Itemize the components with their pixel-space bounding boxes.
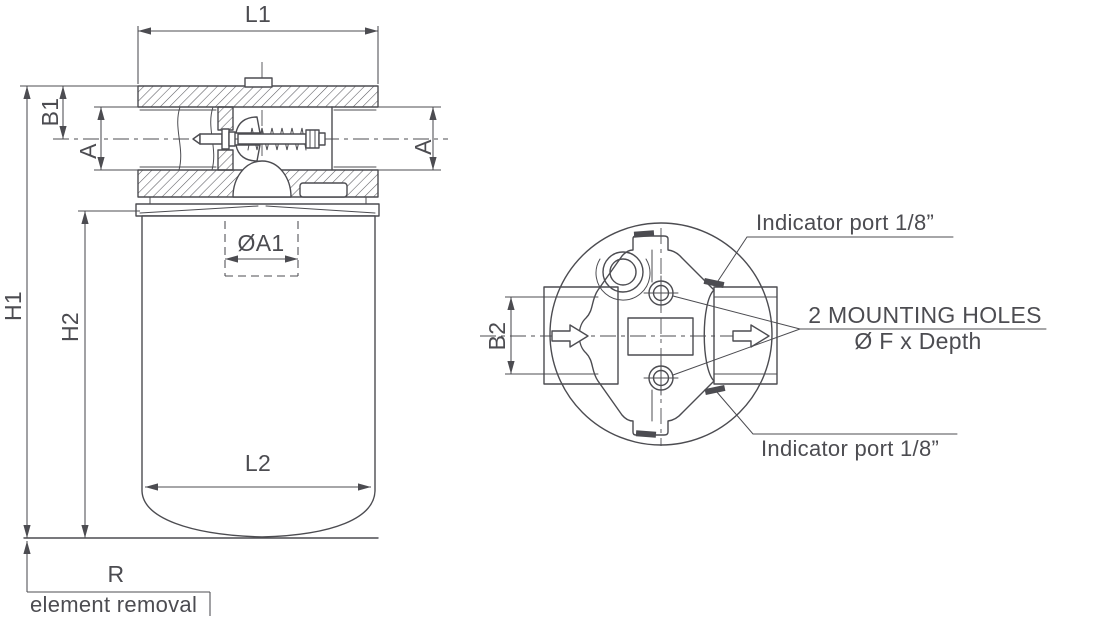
- filter-head-top-view: B2 Indicator port 1/8” Indicator port 1/…: [480, 210, 1047, 461]
- dimension-h1: H1: [0, 86, 31, 538]
- dimension-b1: B1: [20, 85, 138, 139]
- bypass-spring: [247, 127, 307, 151]
- head-top-wall-hatch: [137, 85, 379, 108]
- indicator-port-bottom-callout: Indicator port 1/8”: [715, 390, 958, 461]
- dimension-h2: H2: [57, 210, 140, 538]
- dimension-h2-label: H2: [57, 312, 83, 342]
- valve-poppet-upper: [235, 116, 261, 134]
- valve-pin-tip: [192, 133, 201, 145]
- dimension-r-label: R: [108, 561, 125, 587]
- dimension-b1-label: B1: [37, 98, 63, 127]
- indicator-plug-mark-bottom: [635, 430, 657, 438]
- mounting-holes-spec: Ø F x Depth: [854, 328, 981, 354]
- valve-washer-small: [228, 131, 236, 147]
- outlet-port-bore: [331, 106, 377, 171]
- filter-head-section: [135, 77, 380, 217]
- gauge-port-boss: [595, 251, 651, 301]
- head-casting-outline: [578, 235, 715, 436]
- dimension-b2-label: B2: [484, 322, 510, 351]
- spring-shaft: [237, 133, 307, 145]
- hex-bolt-head: [305, 129, 320, 149]
- valve-pin-rod: [199, 133, 223, 145]
- center-web-upper-hatch: [217, 106, 234, 131]
- dimension-a-left-label: A: [75, 143, 101, 159]
- outlet-dome: [232, 160, 292, 198]
- hex-bolt-end: [318, 132, 326, 146]
- element-removal-note: element removal: [30, 592, 197, 617]
- center-boss-rectangle: [627, 317, 694, 356]
- dimension-l2-label: L2: [245, 450, 271, 476]
- filter-bowl: [141, 215, 376, 538]
- inlet-port-bore: [139, 109, 217, 168]
- dimension-a-left: A: [75, 106, 138, 171]
- valve-poppet-lower: [235, 144, 261, 162]
- flow-direction-arrow-left-icon: [551, 324, 589, 348]
- dimension-l1-label: L1: [245, 1, 271, 27]
- filter-side-section-view: ØA1 L1 B1 A A: [0, 1, 448, 617]
- right-port-flange: [713, 286, 778, 385]
- indicator-plug-mark-top: [633, 230, 655, 238]
- dimension-b2: B2: [484, 296, 546, 375]
- element-removal-dimension: R element removal: [23, 541, 211, 617]
- dimension-oa1-label: ØA1: [238, 230, 285, 256]
- dimension-a-right: A: [378, 106, 441, 171]
- bypass-valve-assembly: [192, 116, 326, 162]
- indicator-plug-mark-right-top: [703, 277, 725, 289]
- dimension-a-right-label: A: [410, 139, 436, 155]
- valve-washer: [221, 128, 230, 150]
- head-top-boss: [244, 77, 273, 88]
- indicator-port-cavity: [299, 182, 348, 198]
- dimension-oa1: ØA1: [224, 221, 299, 277]
- mounting-holes-title: 2 MOUNTING HOLES: [808, 302, 1042, 328]
- dimension-l2: L2: [145, 450, 371, 491]
- dimension-h1-label: H1: [0, 291, 26, 321]
- dimension-l1: L1: [137, 1, 379, 84]
- center-web-lower-hatch: [217, 149, 234, 171]
- indicator-port-bottom-label: Indicator port 1/8”: [761, 436, 939, 461]
- mounting-holes-callout: 2 MOUNTING HOLES Ø F x Depth: [672, 295, 1047, 376]
- flow-direction-arrow-right-icon: [732, 324, 770, 348]
- left-port-flange: [543, 286, 619, 385]
- indicator-plug-mark-right-bottom: [704, 384, 726, 396]
- indicator-port-top-label: Indicator port 1/8”: [756, 210, 934, 235]
- indicator-port-top-callout: Indicator port 1/8”: [715, 210, 954, 285]
- inlet-deflector-left-edge: [177, 106, 182, 171]
